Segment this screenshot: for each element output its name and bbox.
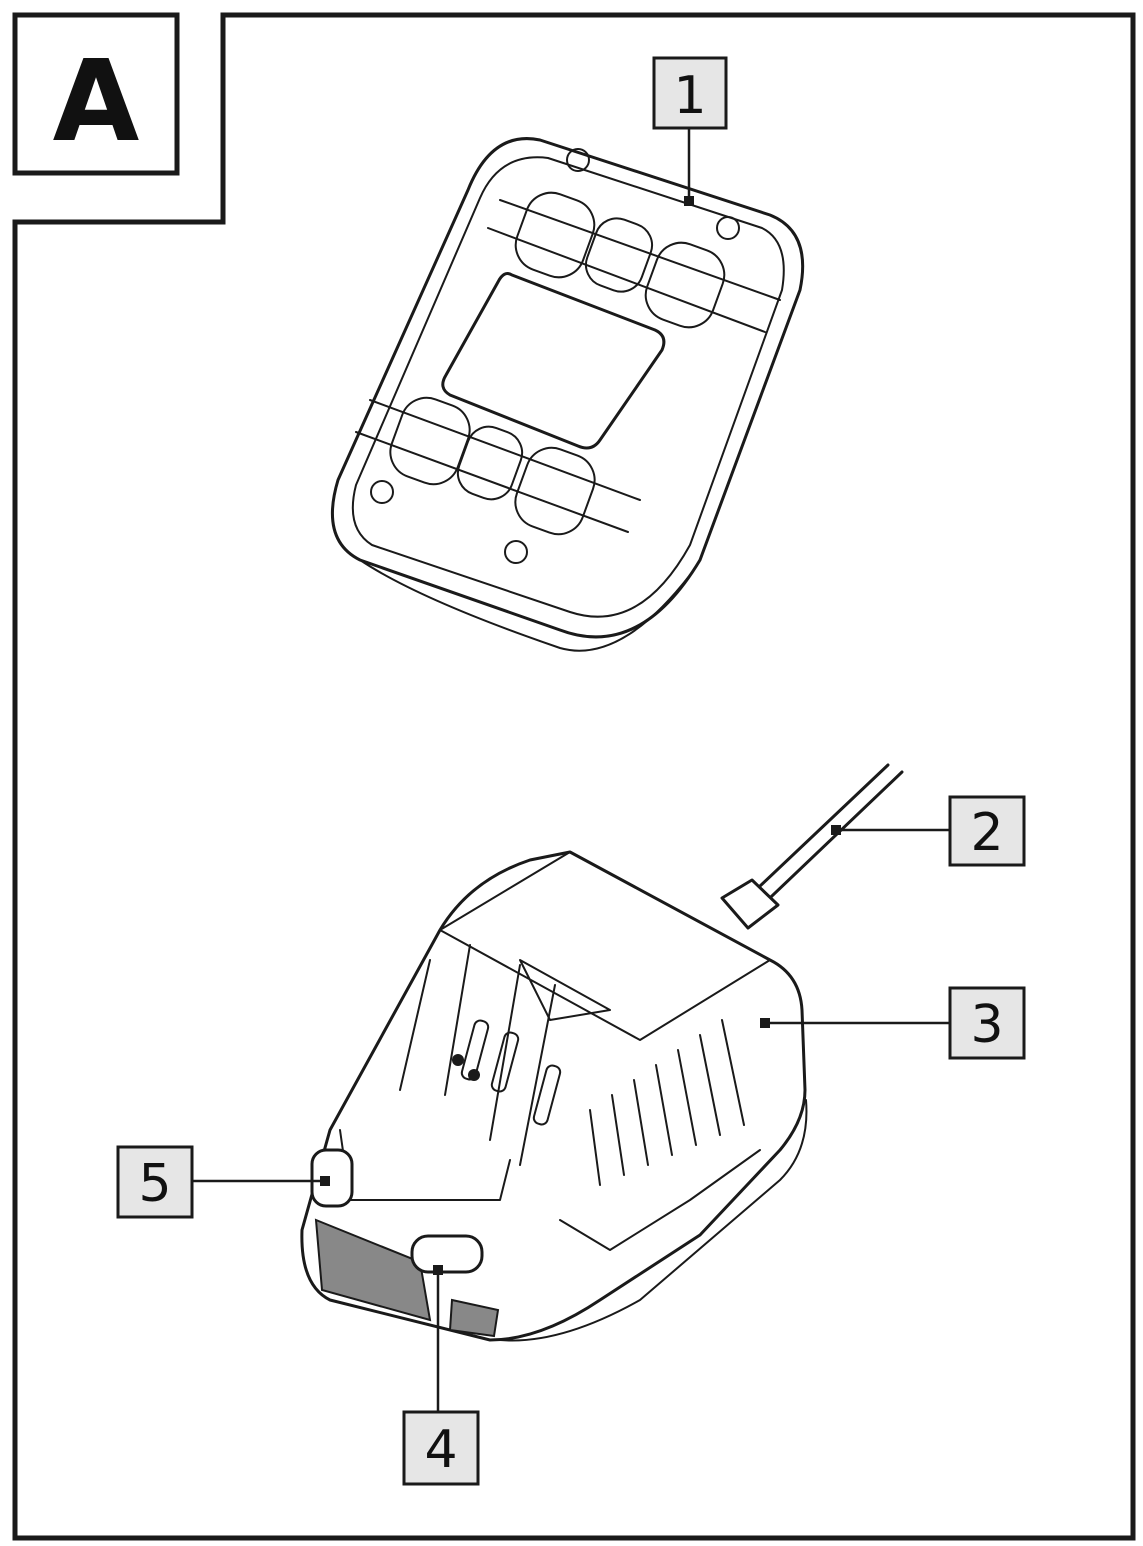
figure-frame [12, 12, 1136, 1541]
side-grille [448, 1298, 500, 1338]
indicator-lamp-side [310, 1148, 354, 1208]
battery-top-grips [514, 191, 726, 329]
side-vents [559, 1019, 761, 1251]
callout-3: 3 [760, 986, 1026, 1060]
charger-illustration [300, 763, 904, 1342]
callout-2-label: 2 [970, 803, 1003, 863]
power-cord [738, 763, 904, 917]
panel-label-box: A [12, 12, 180, 176]
callout-4-label: 4 [424, 1420, 457, 1480]
callout-1: 1 [652, 56, 728, 206]
battery-illustration [330, 137, 805, 652]
callout-5: 5 [116, 1145, 330, 1219]
callout-3-label: 3 [970, 995, 1003, 1055]
callout-1-label: 1 [673, 66, 706, 126]
indicator-lamp-front [410, 1234, 484, 1274]
battery-bottom-grips [389, 396, 596, 536]
front-grille [314, 1218, 432, 1322]
callout-4: 4 [402, 1265, 480, 1486]
callout-2: 2 [831, 795, 1026, 867]
panel-label: A [53, 37, 140, 167]
callout-5-label: 5 [138, 1154, 171, 1214]
